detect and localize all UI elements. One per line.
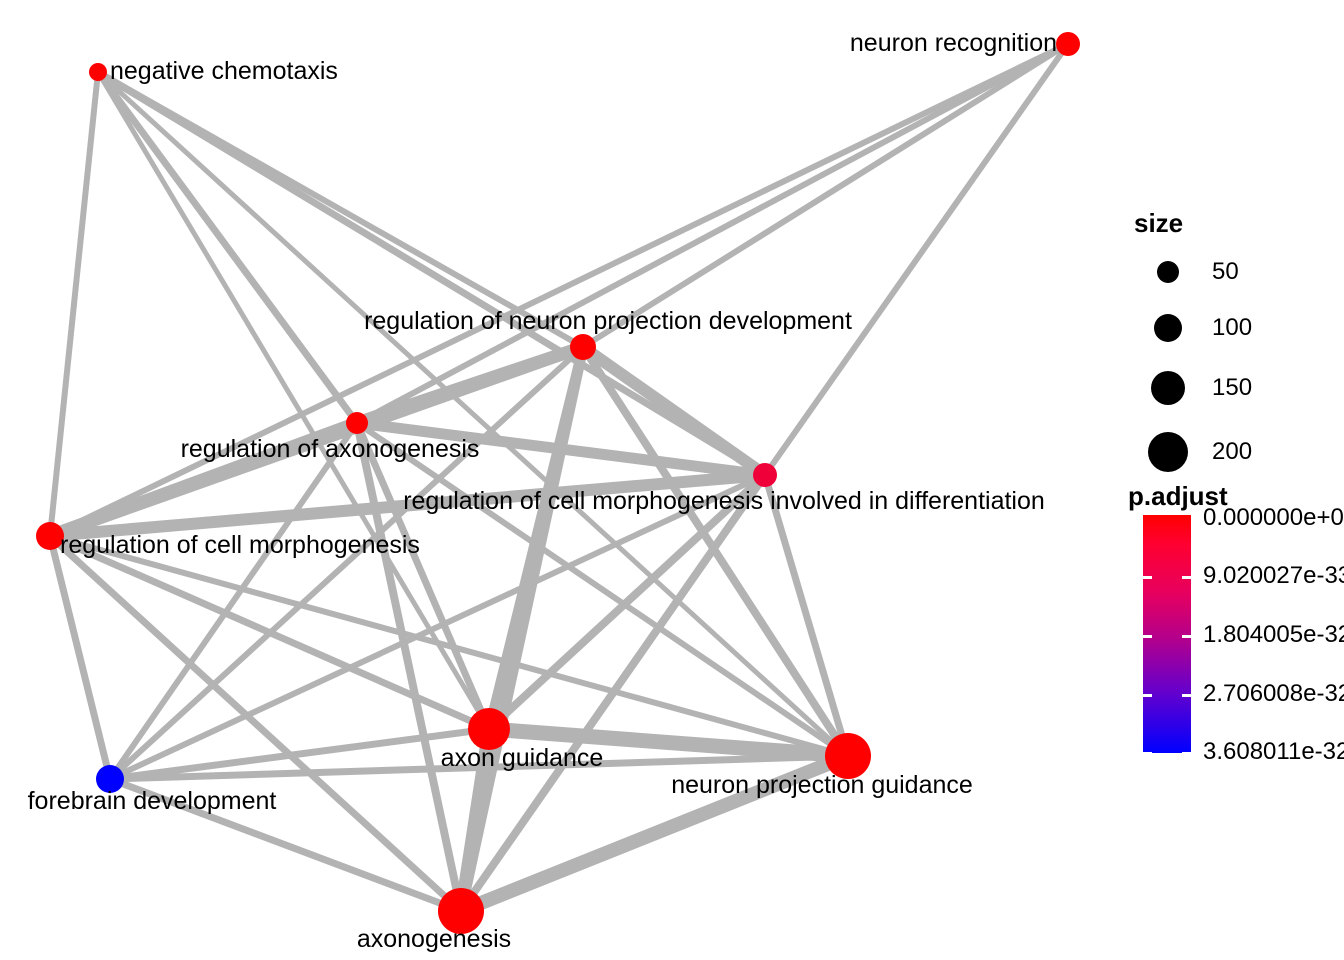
network-edge [49,469,766,542]
network-edge [454,728,496,912]
padjust-colorbar [1143,515,1191,753]
colorbar-tick [1143,752,1152,755]
legend-size-dot [1157,261,1179,283]
colorbar-tick-label: 0.000000e+00 [1203,504,1344,531]
legend-size-label: 50 [1212,258,1239,285]
colorbar-tick [1143,635,1152,638]
colorbar-tick [1182,694,1191,697]
colorbar-tick [1143,576,1152,579]
network-edge [48,532,491,733]
legend-panel: size 50 100 150 200 p.adjust 0.000000e+00 9.… [1128,200,1344,780]
colorbar-tick-label: 3.608011e-32 [1203,738,1344,765]
network-node[interactable] [346,412,368,434]
legend-size-title: size [1134,208,1184,238]
node-label: forebrain development [27,787,277,815]
node-label: neuron projection guidance [671,771,973,799]
node-label: regulation of axonogenesis [180,435,480,463]
node-label: negative chemotaxis [110,57,338,85]
network-edge [96,70,850,758]
network-node[interactable] [438,888,484,934]
legend-size-label: 200 [1212,438,1253,465]
network-edge [107,344,586,782]
network-edge [761,474,852,757]
node-label: axon guidance [440,744,604,772]
network-edge [353,421,493,731]
colorbar-tick-label: 9.020027e-33 [1203,562,1344,589]
network-edge [108,472,767,782]
node-label: axonogenesis [356,925,512,953]
network-edge [581,41,1070,350]
network-node[interactable] [825,733,871,779]
network-node[interactable] [96,765,124,793]
network-edge [355,41,1070,426]
network-edge [95,70,492,731]
network-edge [356,417,766,481]
network-node[interactable] [570,334,596,360]
colorbar-tick-label: 2.706008e-32 [1203,680,1344,707]
network-node[interactable] [36,522,64,550]
colorbar-tick [1182,635,1191,638]
node-label: neuron recognition [849,29,1057,57]
colorbar-tick [1143,694,1152,697]
colorbar-tick-label: 1.804005e-32 [1203,621,1344,648]
legend-size-dot [1148,432,1188,472]
colorbar-tick [1182,576,1191,579]
network-edge [486,472,768,732]
network-edge [107,421,360,781]
legend-padjust-title: p.adjust [1128,481,1228,511]
network-edge [46,535,114,780]
network-node[interactable] [468,708,510,750]
node-label: regulation of neuron projection developm… [364,307,852,335]
node-label: regulation of cell morphogenesis [60,531,420,559]
network-edge [108,775,463,915]
network-edge [47,71,101,537]
edges-layer [46,41,1071,918]
legend-size-label: 100 [1212,314,1253,341]
network-edge [458,749,851,918]
network-node[interactable] [89,63,107,81]
network-edge [96,69,767,478]
network-edge [109,752,849,783]
colorbar-tick [1182,752,1191,755]
network-edge [109,725,490,783]
network-edge [47,416,360,543]
node-label: regulation of cell morphogenesis involve… [403,487,1045,515]
nodes-layer [36,32,1080,934]
network-edge [762,42,1071,477]
network-edge [49,533,849,759]
network-edge [355,420,850,759]
network-edge [579,342,769,480]
network-node[interactable] [1056,32,1080,56]
network-node[interactable] [753,463,777,487]
network-edge [95,69,360,426]
network-edge [48,41,1070,539]
network-edge [488,721,849,764]
legend-size-dot [1151,371,1185,405]
network-edge [47,533,464,914]
legend-size-label: 150 [1212,374,1253,401]
legend-size-dot [1154,314,1182,342]
